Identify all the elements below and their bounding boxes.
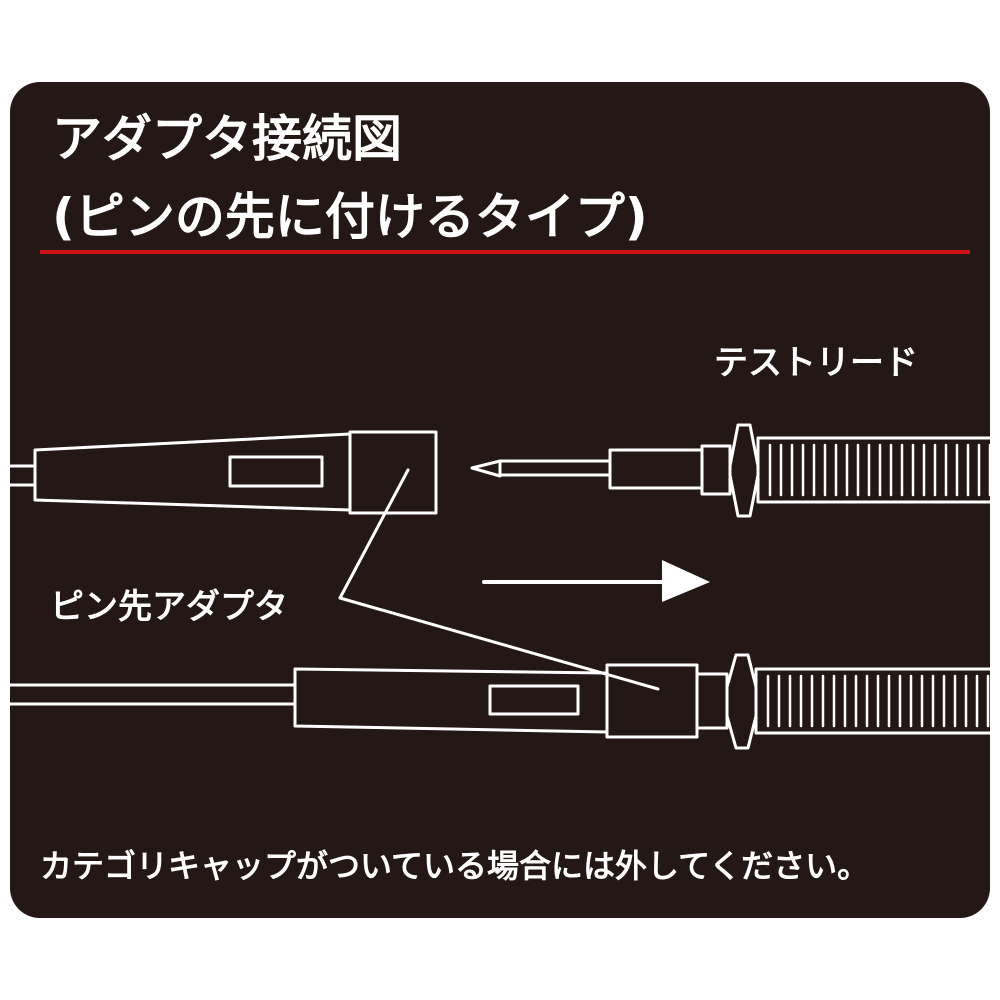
adapter-body-top xyxy=(33,432,352,512)
probe-ring-bottom xyxy=(695,672,729,730)
title-underline xyxy=(40,250,970,254)
probe-guard-upper-bottom xyxy=(725,653,758,689)
diagram-title-line2: (ピンの先に付けるタイプ) xyxy=(52,188,648,246)
adapter-socket-bottom xyxy=(605,663,699,739)
probe-grip-ribs xyxy=(766,674,990,728)
adapter-body-bottom xyxy=(293,667,609,734)
instruction-note: カテゴリキャップがついている場合には外してください。 xyxy=(40,847,870,885)
probe-tip-point xyxy=(470,459,502,478)
probe-grip-bottom xyxy=(754,667,990,735)
leader-lines xyxy=(338,468,660,691)
pin-adapter-label: ピン先アダプタ xyxy=(50,587,288,627)
diagram-panel: アダプタ接続図 (ピンの先に付けるタイプ) xyxy=(10,82,990,918)
probe-collar-top xyxy=(608,448,704,490)
assembled-lead-bottom xyxy=(10,653,990,750)
connection-diagram xyxy=(10,423,990,750)
diagram-title-line1: アダプタ接続図 xyxy=(52,110,402,168)
test-lead-top xyxy=(470,423,990,518)
probe-ring-top xyxy=(700,444,732,496)
adapter-socket-top xyxy=(348,430,438,515)
pin-adapter-top xyxy=(10,430,438,515)
probe-guard-lower xyxy=(728,473,760,518)
probe-grip-top xyxy=(756,436,990,504)
probe-tip-shaft xyxy=(498,459,612,477)
test-lead-label: テストリード xyxy=(714,343,918,383)
adapter-window-bottom xyxy=(488,684,580,716)
connect-arrow xyxy=(482,560,710,602)
probe-guard-upper xyxy=(728,423,760,468)
adapter-window-top xyxy=(228,455,324,488)
probe-grip-ribs xyxy=(768,443,990,497)
probe-guard-lower-bottom xyxy=(725,714,758,750)
